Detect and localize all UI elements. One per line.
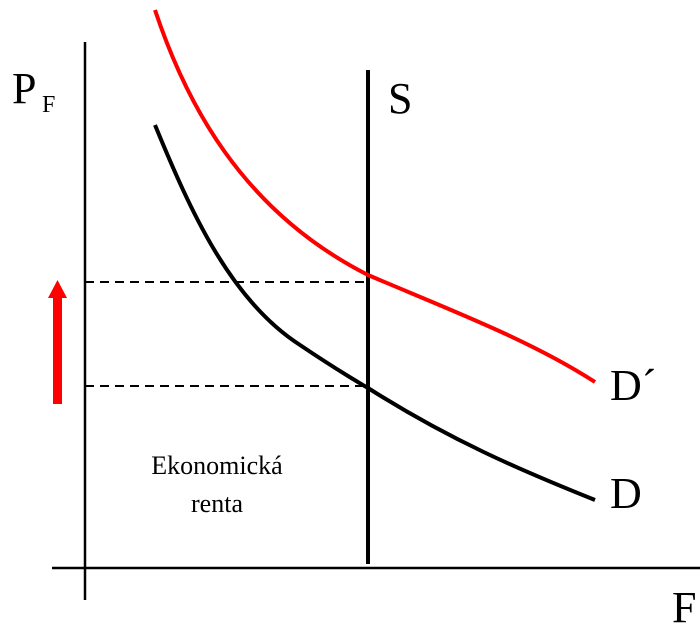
y-axis-subscript: F [42,92,55,118]
new-demand-label: D´ [610,361,656,410]
price-increase-arrow [48,280,67,404]
supply-label: S [388,74,412,123]
new-demand-curve [153,9,597,384]
x-axis-label: F [672,583,696,624]
demand-label: D [610,469,642,518]
y-axis-label: P [12,64,36,113]
rent-label-line1: Ekonomická [151,451,283,480]
demand-curve [153,124,596,502]
rent-label-line2: renta [191,489,243,518]
